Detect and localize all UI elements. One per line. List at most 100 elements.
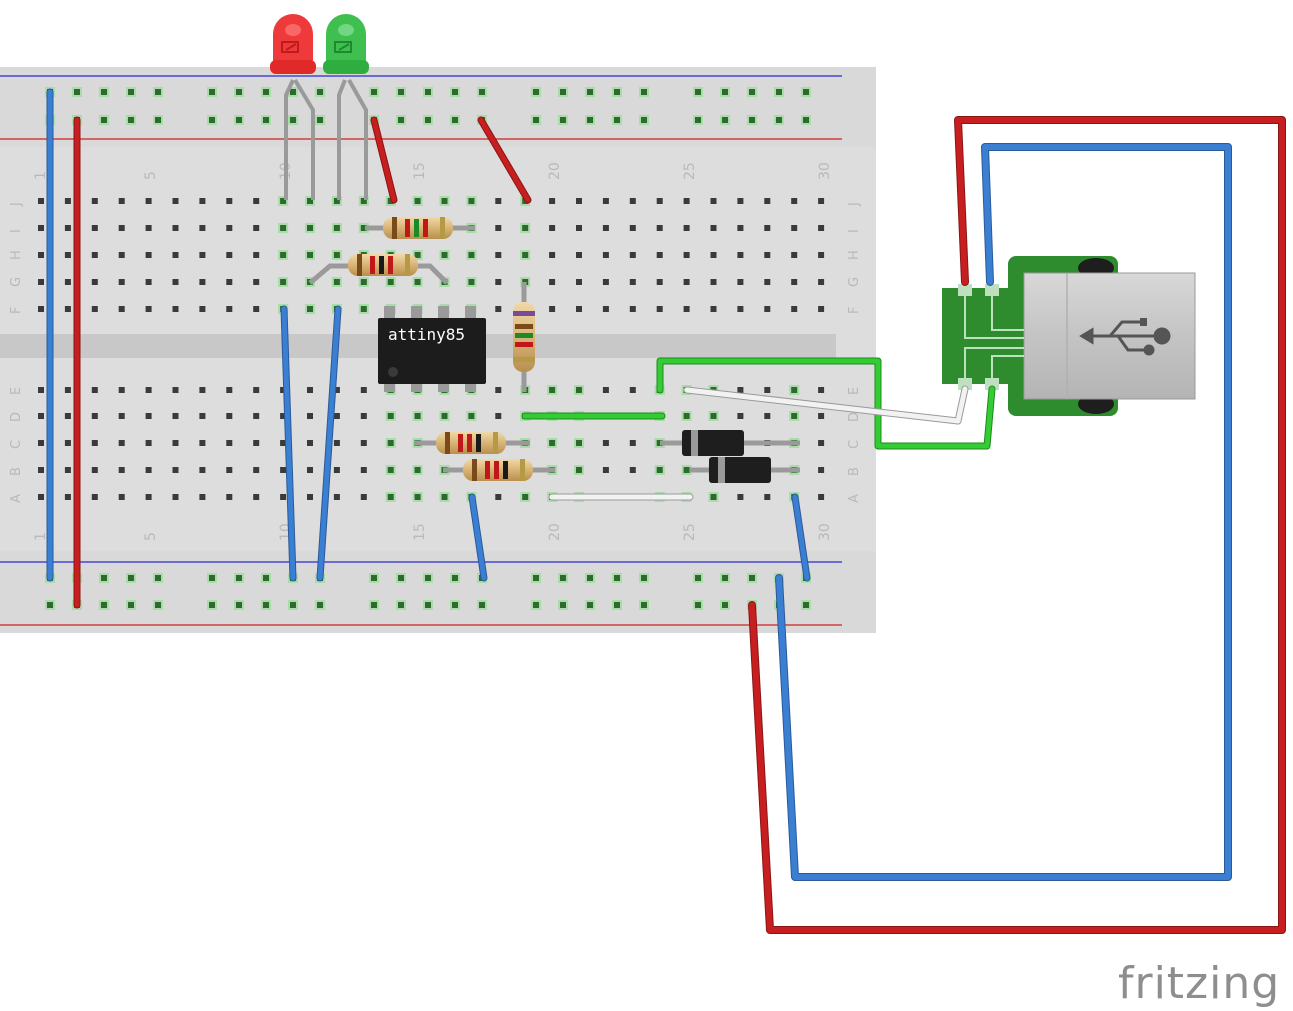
hole (629, 387, 636, 393)
wire-red-usb-power[interactable] (748, 116, 1286, 934)
breadboard-labels: 1 5 10 15 20 25 30 1 5 10 15 20 25 30 J … (9, 162, 862, 541)
hole (226, 387, 233, 393)
hole (818, 225, 825, 231)
hole (737, 413, 744, 419)
hole (414, 252, 421, 258)
hole (656, 306, 663, 312)
attiny85-chip[interactable]: attiny85 (378, 306, 486, 392)
resistor-2[interactable] (308, 254, 449, 285)
wire-green-to-usb[interactable] (656, 357, 996, 450)
hole (333, 467, 340, 473)
hole (145, 467, 152, 473)
hole (172, 440, 179, 446)
hole (629, 306, 636, 312)
hole (226, 225, 233, 231)
row-letter-a: A (9, 494, 24, 503)
hole (468, 413, 475, 419)
hole (452, 575, 458, 581)
hole (360, 467, 367, 473)
wire-blue-usb-ground[interactable] (775, 143, 1232, 881)
hole (683, 467, 690, 473)
wire-white-to-usb[interactable] (683, 385, 969, 425)
resistor-3[interactable] (513, 282, 535, 392)
hole (749, 89, 755, 95)
column-number-25-bottom: 25 (682, 523, 698, 541)
hole (38, 467, 44, 473)
hole (64, 413, 71, 419)
row-letter-d-right: D (847, 412, 862, 422)
hole (656, 467, 663, 473)
led-green[interactable] (323, 14, 369, 74)
hole (91, 225, 98, 231)
hole (172, 413, 179, 419)
hole (333, 387, 340, 393)
hole (155, 117, 161, 123)
hole (64, 306, 71, 312)
hole (695, 602, 701, 608)
hole (737, 225, 744, 231)
hole (145, 440, 152, 446)
hole (226, 306, 233, 312)
wire-blue-diode-ground[interactable] (791, 493, 811, 582)
row-letter-b-right: B (847, 467, 862, 476)
hole (398, 89, 404, 95)
hole (629, 279, 636, 285)
hole (722, 575, 728, 581)
hole (614, 575, 620, 581)
hole (764, 306, 771, 312)
column-number-30: 30 (817, 162, 833, 180)
hole (495, 387, 502, 393)
hole (280, 467, 287, 473)
hole (695, 89, 701, 95)
resistors (308, 217, 555, 481)
hole (64, 252, 71, 258)
wire-blue-resistor-ground[interactable] (468, 493, 488, 582)
hole (263, 117, 269, 123)
resistor-4[interactable] (415, 432, 530, 454)
hole (441, 252, 448, 258)
wire-red-top-diagonal[interactable] (477, 116, 532, 204)
hole (253, 279, 260, 285)
hole (695, 575, 701, 581)
hole (74, 89, 80, 95)
wire-blue-led-ground-2[interactable] (316, 305, 342, 582)
hole (145, 252, 152, 258)
hole (803, 602, 809, 608)
row-letter-g-right: G (847, 277, 862, 287)
hole (307, 387, 313, 393)
column-number-15: 15 (412, 162, 428, 180)
hole (64, 225, 71, 231)
usb-icon (1079, 318, 1171, 356)
hole (199, 279, 206, 285)
hole (118, 467, 125, 473)
hole (91, 440, 98, 446)
hole (226, 467, 233, 473)
leds (270, 14, 369, 200)
hole (722, 602, 728, 608)
hole (414, 279, 421, 285)
hole (656, 279, 663, 285)
hole (128, 602, 134, 608)
hole (172, 387, 179, 393)
hole (155, 602, 161, 608)
resistor-5[interactable] (443, 459, 555, 481)
hole (764, 279, 771, 285)
hole (199, 306, 206, 312)
led-red[interactable] (270, 14, 316, 74)
wire-red-resistor-top[interactable] (370, 116, 398, 204)
column-number-25: 25 (682, 162, 698, 180)
hole (128, 575, 134, 581)
hole (226, 279, 233, 285)
hole (495, 252, 502, 258)
hole (199, 252, 206, 258)
chip-label: attiny85 (388, 325, 465, 344)
resistor-1[interactable] (365, 217, 475, 239)
hole (226, 494, 233, 500)
hole (791, 413, 798, 419)
hole (280, 279, 287, 285)
hole (560, 602, 566, 608)
hole (199, 467, 206, 473)
usb-connector[interactable] (942, 256, 1196, 416)
hole (118, 440, 125, 446)
wire-blue-led-ground-1[interactable] (280, 305, 297, 582)
